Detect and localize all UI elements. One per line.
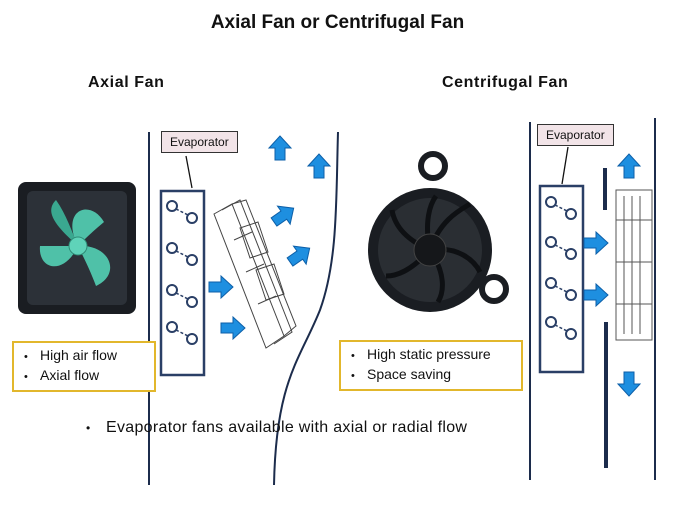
- centrifugal-fan-photo: [368, 151, 509, 312]
- centrifugal-baffle-top: [603, 168, 607, 210]
- axial-fan-photo: [18, 182, 136, 314]
- footnote-bullet: Evaporator fans available with axial or …: [86, 419, 467, 437]
- axial-arrow-up-2: [307, 153, 331, 179]
- axial-right-wall: [273, 131, 339, 486]
- centrifugal-evaporator: [538, 184, 585, 374]
- axial-arrow-in-1: [208, 275, 234, 299]
- axial-evaporator: [159, 189, 206, 377]
- axial-evaporator-label: Evaporator: [161, 131, 238, 153]
- axial-arrow-diag-1: [267, 198, 301, 232]
- centrifugal-feature-item: High static pressure: [351, 345, 511, 365]
- centrifugal-features-callout: High static pressure Space saving: [339, 340, 523, 391]
- centrifugal-arrow-in-2: [583, 283, 609, 307]
- page-title: Axial Fan or Centrifugal Fan: [210, 12, 465, 33]
- centrifugal-baffle-bottom: [604, 322, 608, 468]
- axial-features-callout: High air flow Axial flow: [12, 341, 156, 392]
- axial-evaporator-pointer: [185, 155, 193, 189]
- centrifugal-evaporator-label: Evaporator: [537, 124, 614, 146]
- axial-feature-item: Axial flow: [24, 366, 144, 386]
- axial-fan-side-view: [213, 199, 297, 349]
- centrifugal-arrow-down: [617, 371, 641, 397]
- centrifugal-fan-heading: Centrifugal Fan: [442, 74, 569, 91]
- centrifugal-arrow-in-1: [583, 231, 609, 255]
- centrifugal-fan-side-view: [615, 189, 653, 341]
- axial-arrow-in-2: [220, 316, 246, 340]
- centrifugal-evaporator-pointer: [561, 146, 569, 185]
- centrifugal-feature-item: Space saving: [351, 365, 511, 385]
- axial-arrow-diag-2: [283, 238, 317, 272]
- centrifugal-arrow-up: [617, 153, 641, 179]
- axial-feature-item: High air flow: [24, 346, 144, 366]
- axial-fan-heading: Axial Fan: [88, 74, 165, 91]
- axial-arrow-up-1: [268, 135, 292, 161]
